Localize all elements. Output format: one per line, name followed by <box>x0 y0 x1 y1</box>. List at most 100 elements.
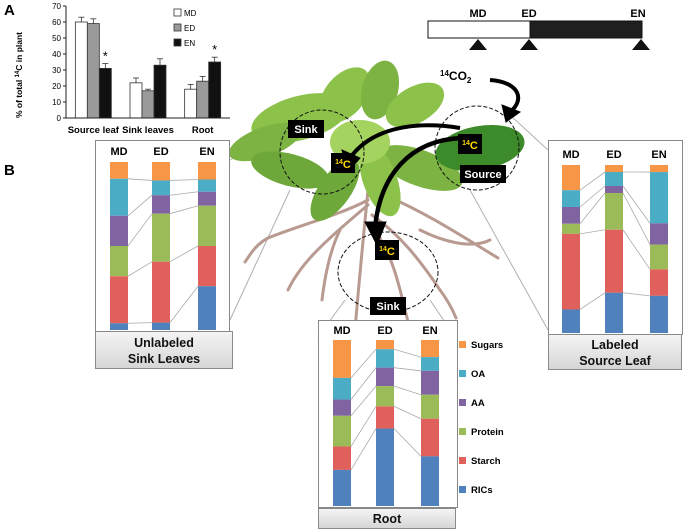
stack-segment <box>376 340 394 350</box>
stack-segment <box>421 340 439 358</box>
legend-swatch <box>173 8 182 17</box>
column-label: ED <box>377 325 392 337</box>
legend-label: ED <box>184 24 195 33</box>
connector-line <box>169 179 199 181</box>
legend-label: OA <box>471 369 485 380</box>
legend-label: MD <box>184 9 197 18</box>
connector-line <box>350 348 377 379</box>
stack-segment <box>110 215 128 246</box>
svg-text:Sink: Sink <box>294 124 318 136</box>
connector-line <box>622 292 651 297</box>
stack-segment <box>152 195 170 214</box>
timeline-marker-en <box>632 39 650 50</box>
category-label: Sink leaves <box>122 125 174 136</box>
column-label: MD <box>562 149 579 161</box>
connector-line <box>350 367 377 400</box>
c14-badge-root: 14C <box>375 240 399 260</box>
connector-line <box>579 185 606 208</box>
connector-line <box>350 406 377 447</box>
connector-line <box>393 428 422 457</box>
stack-segment <box>562 165 580 191</box>
stack-segment <box>421 394 439 419</box>
leaves <box>228 60 525 221</box>
stack-segment <box>333 446 351 470</box>
stack-segment <box>605 229 623 293</box>
timeline-dark-period <box>529 20 643 39</box>
column-label: ED <box>153 146 168 158</box>
svg-text:14C: 14C <box>462 140 478 152</box>
connector-line <box>579 229 606 235</box>
stack-segment <box>650 172 668 224</box>
y-tick-label: 0 <box>57 114 62 123</box>
y-tick-label: 50 <box>52 34 61 43</box>
timeline-label-ed: ED <box>521 8 536 20</box>
connector-line <box>127 213 153 247</box>
sink-leaves-stacked-chart: MD ED EN <box>95 140 230 332</box>
source-leaf-panel: MD ED EN <box>548 140 683 335</box>
legend-label: Protein <box>471 427 504 438</box>
stack-segment <box>198 246 216 287</box>
stack-segment <box>562 233 580 310</box>
column-label: MD <box>110 146 127 158</box>
y-tick-label: 20 <box>52 82 61 91</box>
roots <box>243 168 500 332</box>
y-axis-label: % of total 14C in plant <box>14 32 24 118</box>
root-caption: Root <box>318 508 456 529</box>
connector-line <box>579 292 606 310</box>
category-label: Root <box>192 125 214 136</box>
sink-leaves-caption: Unlabeled Sink Leaves <box>95 331 233 369</box>
stack-segment <box>421 418 439 457</box>
legend-swatch <box>459 486 466 493</box>
sink-leaves-tag: Sink <box>288 120 324 138</box>
stack-segment <box>198 191 216 206</box>
stack-segment <box>152 261 170 323</box>
stack-segment <box>376 406 394 429</box>
column-label: EN <box>199 146 214 158</box>
legend-label: EN <box>184 39 195 48</box>
connector-line <box>622 229 651 270</box>
stack-segment <box>110 162 128 179</box>
stack-segment <box>110 178 128 216</box>
stack-segment <box>650 244 668 270</box>
y-tick-label: 30 <box>52 66 61 75</box>
timeline-marker-md <box>469 39 487 50</box>
panel-label-a: A <box>4 2 15 19</box>
stack-segment <box>605 193 623 230</box>
stack-segment <box>152 180 170 196</box>
source-leaf-caption: Labeled Source Leaf <box>548 334 682 370</box>
legend-swatch <box>459 341 466 348</box>
timeline-label-md: MD <box>469 8 486 20</box>
stack-segment <box>333 340 351 378</box>
legend-label: AA <box>471 398 485 409</box>
y-tick-label: 40 <box>52 50 61 59</box>
stack-segment <box>110 246 128 277</box>
category-label: Source leaf <box>68 125 120 136</box>
bar-chart: % of total 14C in plant 010203040506070 … <box>14 2 230 136</box>
stack-segment <box>152 213 170 262</box>
stack-segment <box>650 269 668 296</box>
connector-line <box>579 171 606 191</box>
connector-line <box>127 322 153 324</box>
column-label: MD <box>333 325 350 337</box>
stack-segment <box>421 456 439 506</box>
sink-leaves-circle <box>279 109 365 195</box>
source-leaf-circle <box>434 105 520 191</box>
legend-swatch <box>173 23 182 32</box>
stack-segment <box>562 223 580 234</box>
connector-line <box>622 185 651 224</box>
connector-line <box>393 367 422 372</box>
stack-segment <box>376 367 394 387</box>
stack-segment <box>562 190 580 207</box>
y-tick-label: 60 <box>52 18 61 27</box>
column-label: EN <box>651 149 666 161</box>
connector-line <box>350 428 377 471</box>
svg-text:14C: 14C <box>335 159 351 171</box>
legend-label: Sugars <box>471 340 503 351</box>
stack-segment <box>198 179 216 192</box>
column-label: ED <box>606 149 621 161</box>
c14-badge-sink: 14C <box>331 153 355 173</box>
sink-leaves-panel: MD ED EN <box>95 140 230 332</box>
